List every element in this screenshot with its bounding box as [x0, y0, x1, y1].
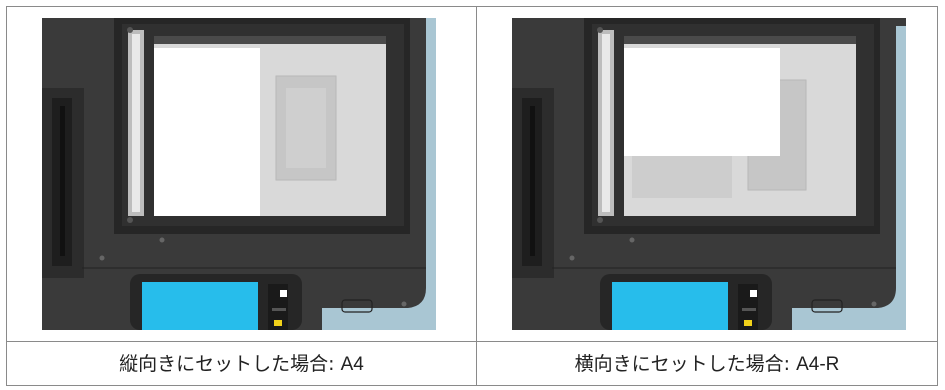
touch-screen: [142, 282, 258, 330]
scanner-glass-portrait-image: [42, 18, 436, 330]
caption-divider: [6, 341, 938, 342]
status-indicator: [744, 320, 752, 326]
column-divider: [476, 6, 477, 386]
caption-landscape-model: A4-R: [796, 354, 840, 375]
caption-landscape-text: 横向きにセットした場合:: [574, 353, 797, 375]
scanner-glass-landscape-image: [512, 18, 906, 330]
figure-table: [6, 6, 938, 386]
paper-a4-portrait: [154, 48, 260, 216]
touch-screen: [612, 282, 728, 330]
caption-portrait: 縦向きにセットした場合: A4: [7, 342, 476, 386]
caption-portrait-text: 縦向きにセットした場合:: [119, 353, 341, 375]
wall-background: [792, 26, 906, 330]
paper-a4r-landscape: [624, 48, 780, 156]
status-indicator: [274, 320, 282, 326]
caption-portrait-model: A4: [340, 354, 364, 375]
caption-landscape: 横向きにセットした場合: A4-R: [477, 342, 937, 386]
